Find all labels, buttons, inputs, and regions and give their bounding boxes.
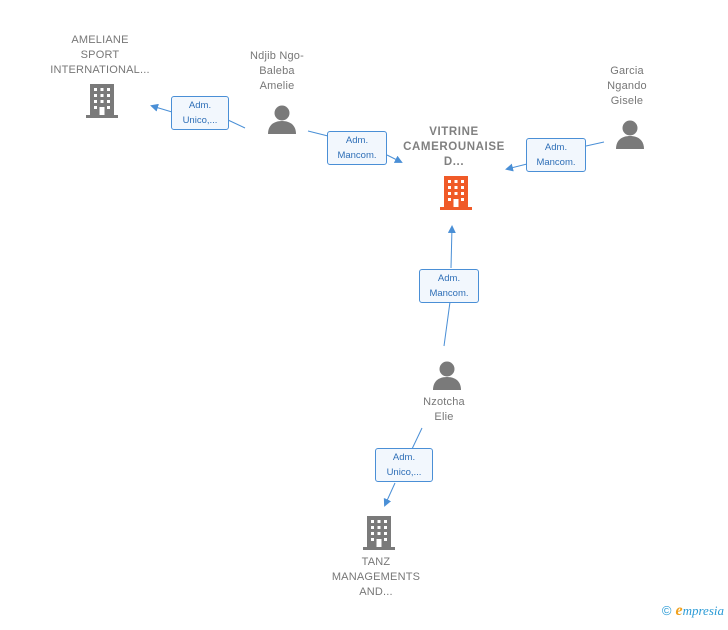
edge-ndjib-vitrine: [307, 130, 329, 137]
edge-label-line: Adm.: [345, 135, 369, 146]
building-icon[interactable]: [86, 84, 118, 118]
person-icon[interactable]: [615, 119, 645, 149]
edge-label-nzotcha-vitrine[interactable]: Adm. Mancom.: [419, 269, 479, 303]
edge-label-line: Mancom.: [337, 150, 377, 161]
label-line: Nzotcha: [423, 396, 465, 408]
brand-initial: e: [675, 602, 683, 619]
edge-label-line: Unico,...: [182, 115, 218, 126]
edge-ndjib-ameliane: [227, 119, 246, 129]
label-line: AND...: [359, 586, 393, 598]
label-line: INTERNATIONAL...: [50, 64, 150, 76]
label-line: VITRINE: [429, 126, 479, 138]
person-icon[interactable]: [432, 360, 462, 390]
label-line: Garcia: [610, 65, 644, 77]
node-ameliane-label[interactable]: AMELIANE SPORT INTERNATIONAL...: [40, 33, 160, 78]
building-icon[interactable]: [363, 516, 395, 550]
copyright-symbol: ©: [661, 603, 672, 618]
edge-ndjib-ameliane-head: [150, 103, 173, 113]
node-garcia-label[interactable]: Garcia Ngando Gisele: [587, 64, 667, 109]
person-icon[interactable]: [267, 104, 297, 134]
label-line: D...: [443, 156, 465, 168]
edge-label-nzotcha-tanz[interactable]: Adm. Unico,...: [375, 448, 433, 482]
edge-nzotcha-tanz-head: [383, 482, 396, 507]
node-nzotcha-label[interactable]: Nzotcha Elie: [404, 395, 484, 425]
edge-nzotcha-vitrine-head: [447, 225, 456, 269]
edge-label-line: Adm.: [392, 452, 416, 463]
edge-label-ndjib-vitrine[interactable]: Adm. Mancom.: [327, 131, 387, 165]
label-line: Ngando: [607, 80, 647, 92]
edge-label-line: Mancom.: [429, 288, 469, 299]
edge-nzotcha-tanz: [411, 427, 423, 450]
label-line: Ndjib Ngo-: [250, 50, 304, 62]
edge-label-line: Unico,...: [386, 467, 422, 478]
label-line: SPORT: [80, 49, 120, 61]
brand-watermark: ©empresia: [662, 602, 724, 620]
edge-garcia-vitrine: [585, 141, 605, 147]
label-line: Amelie: [259, 80, 295, 92]
edge-garcia-vitrine-head: [505, 163, 528, 172]
node-vitrine-label[interactable]: VITRINE CAMEROUNAISE D...: [394, 125, 514, 170]
edge-label-line: Adm.: [188, 100, 212, 111]
label-line: Elie: [434, 411, 454, 423]
edge-ndjib-vitrine-head: [386, 154, 403, 163]
edge-label-line: Adm.: [544, 142, 568, 153]
label-line: AMELIANE: [71, 34, 129, 46]
label-line: MANAGEMENTS: [331, 571, 421, 583]
edge-label-garcia-vitrine[interactable]: Adm. Mancom.: [526, 138, 586, 172]
label-line: Baleba: [259, 65, 295, 77]
building-icon[interactable]: [440, 176, 472, 210]
node-tanz-label[interactable]: TANZ MANAGEMENTS AND...: [316, 555, 436, 600]
edge-label-ndjib-ameliane[interactable]: Adm. Unico,...: [171, 96, 229, 130]
edge-label-line: Mancom.: [536, 157, 576, 168]
edge-label-line: Adm.: [437, 273, 461, 284]
node-ndjib-label[interactable]: Ndjib Ngo- Baleba Amelie: [232, 49, 322, 94]
edge-nzotcha-vitrine: [443, 301, 451, 347]
label-line: TANZ: [361, 556, 391, 568]
label-line: CAMEROUNAISE: [403, 141, 505, 153]
label-line: Gisele: [610, 95, 644, 107]
brand-name: mpresia: [682, 603, 724, 618]
